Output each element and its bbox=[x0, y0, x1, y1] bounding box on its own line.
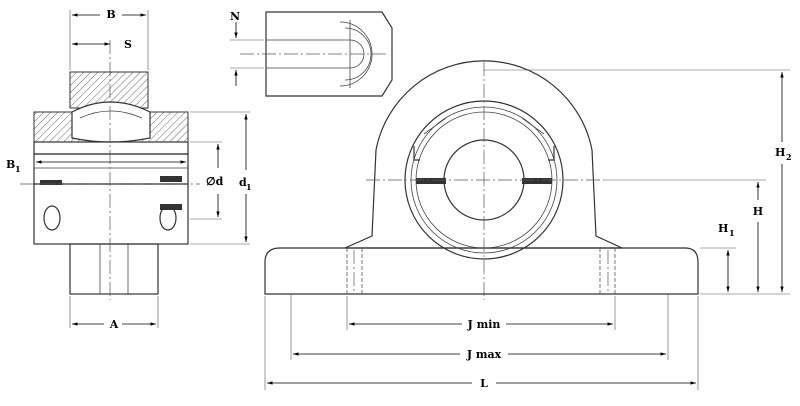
label-H1: H bbox=[718, 222, 728, 235]
label-N: N bbox=[230, 10, 240, 23]
label-H2-subscript: 2 bbox=[786, 152, 792, 162]
label-S: S bbox=[124, 38, 132, 51]
slot-detail bbox=[230, 11, 393, 97]
side-base bbox=[69, 243, 159, 295]
label-d1-subscript: 1 bbox=[246, 182, 252, 192]
label-B1-subscript: 1 bbox=[15, 164, 21, 174]
side-dimensions bbox=[33, 10, 250, 328]
bearing-race bbox=[71, 101, 151, 143]
label-B: B bbox=[106, 8, 115, 21]
side-view bbox=[20, 40, 200, 300]
label-H2: H bbox=[775, 146, 785, 159]
label-A: A bbox=[109, 318, 119, 331]
front-dimensions bbox=[264, 69, 790, 390]
label-L: L bbox=[480, 377, 488, 390]
label-d1: d bbox=[239, 176, 247, 189]
grease-hole bbox=[43, 205, 61, 231]
label-J-min: J min bbox=[467, 318, 501, 331]
label-H1-subscript: 1 bbox=[729, 228, 735, 238]
label-B1: B bbox=[6, 158, 15, 171]
base-plate bbox=[264, 247, 699, 295]
label-J-max: J max bbox=[466, 348, 502, 361]
label-phi-d: ∅d bbox=[206, 175, 224, 188]
label-H: H bbox=[753, 205, 763, 218]
housing-outline bbox=[344, 60, 623, 249]
front-view bbox=[264, 60, 699, 300]
